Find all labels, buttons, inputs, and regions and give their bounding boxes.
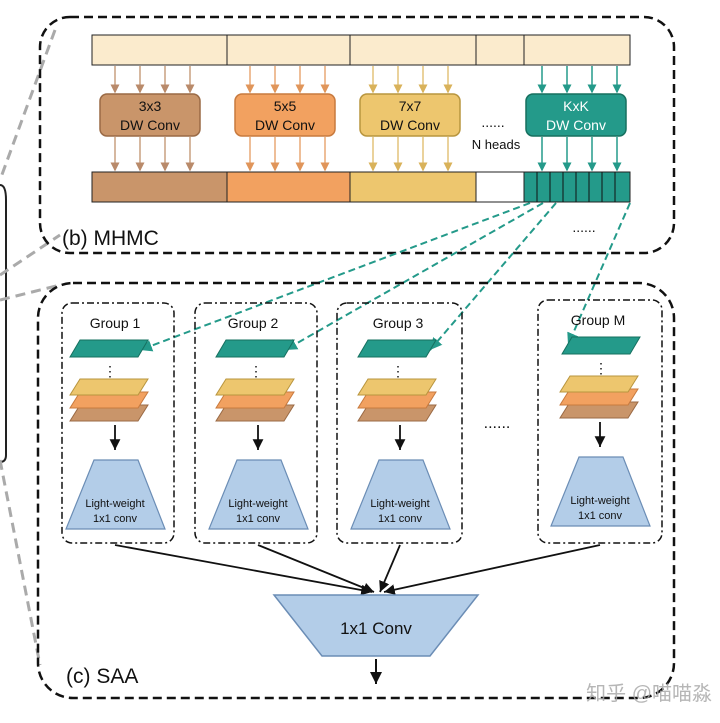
- final-conv-label: 1x1 Conv: [340, 619, 412, 638]
- saa-label: (c) SAA: [66, 665, 138, 688]
- mhmc-border: [38, 15, 676, 255]
- group-1-label: Group 1: [90, 315, 141, 331]
- group-2-lw-line2: 1x1 conv: [236, 513, 281, 525]
- left-connectors: [0, 29, 61, 666]
- conv-7x7-size: 7x7: [399, 98, 422, 114]
- conv-kxk-type: DW Conv: [546, 117, 606, 133]
- heads-dots: ......: [481, 114, 504, 130]
- conv-7x7-box: 7x7 DW Conv: [359, 93, 461, 137]
- mhmc-bottom-dots: ......: [572, 219, 595, 235]
- group-3-lw-line2: 1x1 conv: [378, 513, 423, 525]
- conv-3x3-size: 3x3: [139, 98, 162, 114]
- group-1-lw-line2: 1x1 conv: [93, 513, 138, 525]
- heads-label: N heads: [472, 137, 521, 152]
- group-m-label: Group M: [571, 312, 625, 328]
- mhmc-label: (b) MHMC: [62, 227, 159, 250]
- conv-kxk-size: KxK: [563, 98, 589, 114]
- conv-3x3-box: 3x3 DW Conv: [99, 93, 201, 137]
- group-m-lw-line1: Light-weight: [570, 495, 629, 507]
- conv-to-output-arrows: [110, 137, 622, 172]
- conv-kxk-box: KxK DW Conv: [525, 93, 627, 137]
- conv-5x5-box: 5x5 DW Conv: [234, 93, 336, 137]
- group-3-label: Group 3: [373, 315, 424, 331]
- group-1-box: Group 1 ⋮ Light-weight 1x1 conv: [61, 302, 175, 544]
- saa-border: [36, 281, 676, 700]
- group-distribution-arrows: [139, 202, 631, 352]
- group-3-lw-line1: Light-weight: [370, 498, 429, 510]
- group-2-label: Group 2: [228, 315, 279, 331]
- group-3-box: Group 3 ⋮ Light-weight 1x1 conv: [336, 302, 463, 544]
- output-feature-bar: [91, 171, 631, 203]
- group-3-stack-dots: ⋮: [391, 363, 405, 379]
- conv-5x5-size: 5x5: [274, 98, 297, 114]
- groups-dots: ......: [484, 415, 511, 432]
- watermark: 知乎 @喵喵淼: [586, 682, 712, 705]
- group-m-lw-line2: 1x1 conv: [578, 510, 623, 522]
- group-2-box: Group 2 ⋮ Light-weight 1x1 conv: [194, 302, 318, 544]
- input-feature-bar: [91, 34, 631, 66]
- input-to-conv-arrows: [110, 66, 622, 94]
- group-1-lw-line1: Light-weight: [85, 498, 144, 510]
- conv-3x3-type: DW Conv: [120, 117, 180, 133]
- group-m-stack-dots: ⋮: [594, 360, 608, 376]
- final-1x1-conv: 1x1 Conv: [272, 594, 480, 657]
- saa-panel: Group 1 ⋮ Light-weight 1x1 conv Group 2 …: [36, 281, 676, 700]
- conv-5x5-type: DW Conv: [255, 117, 315, 133]
- group-2-lw-line1: Light-weight: [228, 498, 287, 510]
- mhmc-panel: 3x3 DW Conv 5x5 DW Conv 7x7 DW Conv KxK …: [38, 15, 676, 255]
- group-1-stack-dots: ⋮: [103, 363, 117, 379]
- conv-7x7-type: DW Conv: [380, 117, 440, 133]
- group-2-stack-dots: ⋮: [249, 363, 263, 379]
- merge-arrows: [114, 544, 601, 596]
- group-m-box: Group M ⋮ Light-weight 1x1 conv: [537, 299, 663, 544]
